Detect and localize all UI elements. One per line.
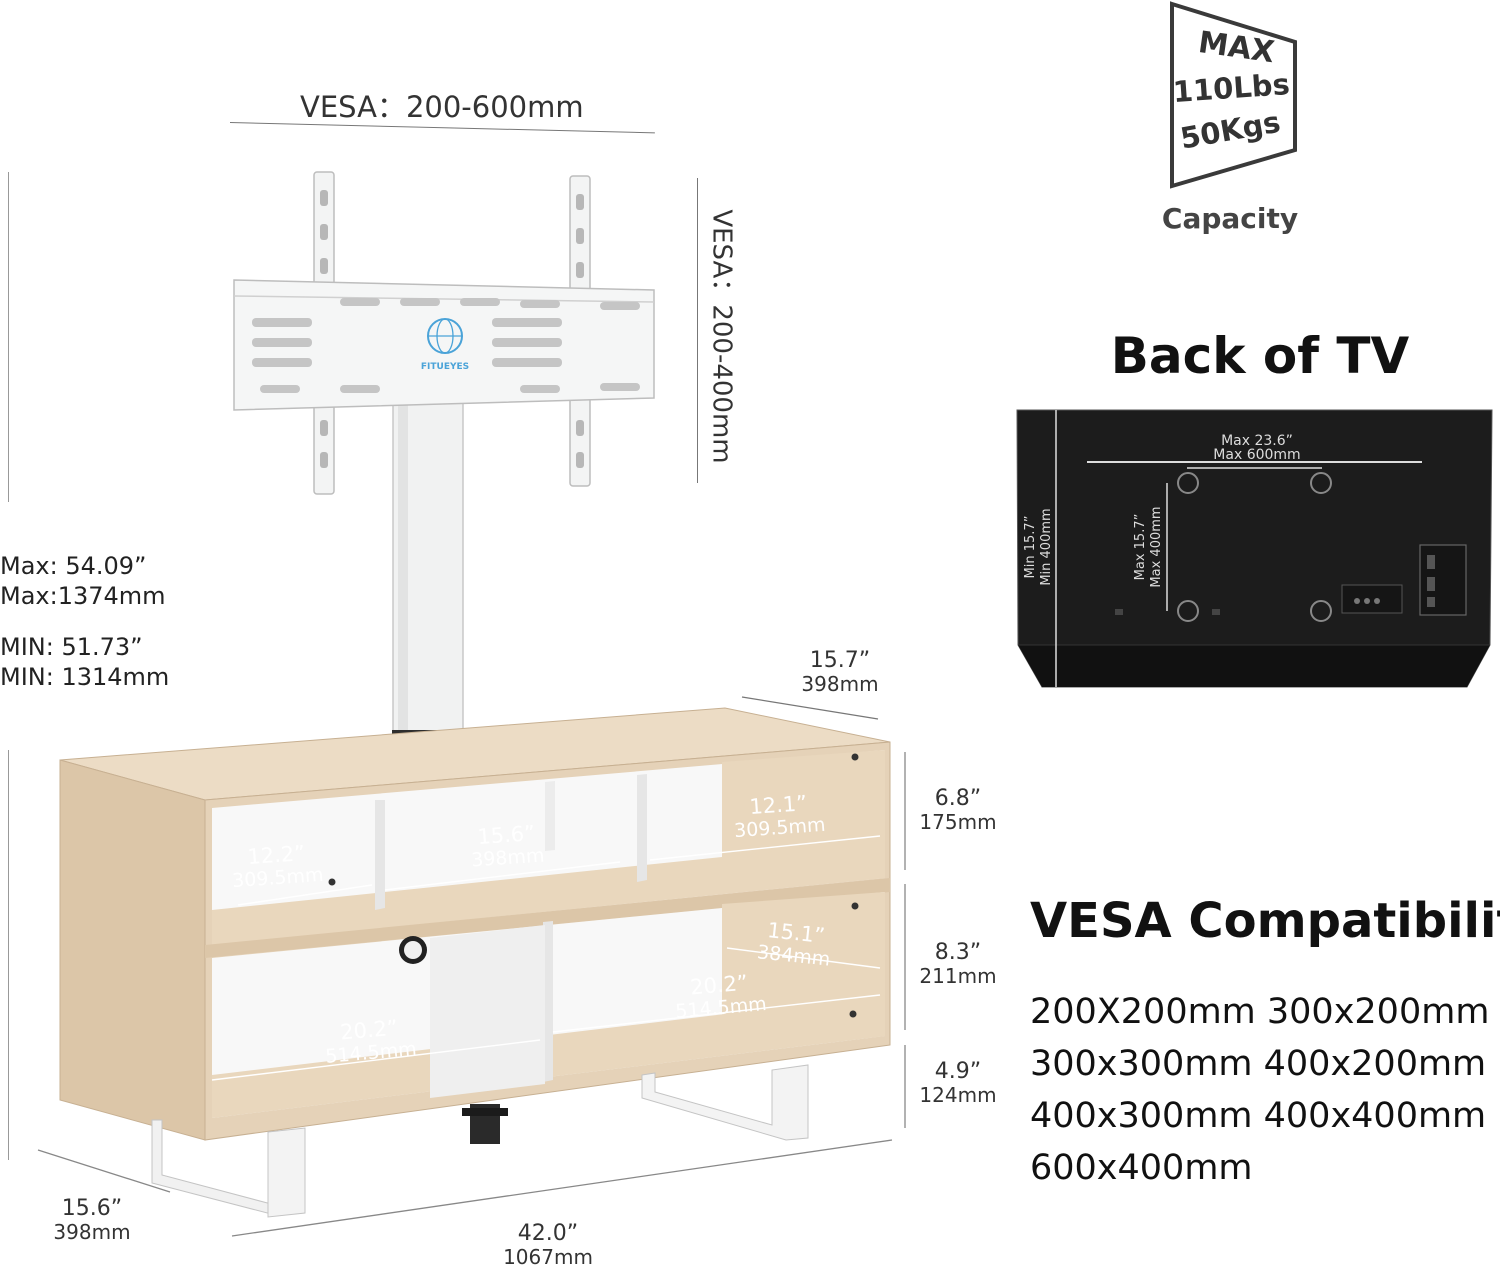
capacity-badge: MAX 110Lbs 50Kgs: [1170, 1, 1297, 189]
height-max-mm: Max:1374mm: [0, 582, 166, 610]
tv-min-height-mm: Min 400mm: [1039, 508, 1054, 585]
depth-bottom-in: 15.6”: [61, 1196, 123, 1221]
shelf-top-right-label: 12.1” 309.5mm: [723, 789, 836, 843]
vesa-compat-row: 200X200mm 300x200mm: [1030, 992, 1490, 1032]
height-min-in: MIN: 51.73”: [0, 633, 143, 661]
depth-bottom-label: 15.6” 398mm: [42, 1196, 142, 1244]
vesa-side-line: [697, 178, 698, 483]
height-max-in: Max: 54.09”: [0, 552, 147, 580]
vesa-top-dimension: VESA：200-600mm: [300, 84, 584, 126]
tv-back-illustration: Max 23.6” Max 600mm Max 15.7” Max 400mm …: [1016, 409, 1493, 688]
height-label-2: 4.9” 124mm: [908, 1059, 1008, 1107]
depth-top-in: 15.7”: [809, 648, 871, 673]
shelf-top-left-label: 12.2” 309.5mm: [221, 839, 334, 893]
tv-stand-illustration: FITUEYES: [37, 171, 906, 1237]
capacity-lbs: 110Lbs: [1172, 67, 1291, 109]
width-mm: 1067mm: [503, 1245, 593, 1269]
cabinet-middle-shelf: [205, 878, 890, 958]
height-0-in: 6.8”: [934, 786, 982, 811]
vesa-top-value: 200-600mm: [405, 90, 584, 124]
depth-top-label: 15.7” 398mm: [790, 648, 890, 696]
vesa-compat-list: 200X200mm 300x200mm 300x300mm 400x200mm …: [1030, 992, 1500, 1200]
height-2-in: 4.9”: [934, 1059, 982, 1084]
vesa-hole-icon: [1177, 472, 1199, 494]
depth-top-mm: 398mm: [801, 672, 879, 696]
tv-max-height-mm: Max 400mm: [1149, 506, 1164, 587]
tv-max-width-in: Max 23.6”: [1221, 433, 1293, 449]
mount-brand: FITUEYES: [421, 362, 469, 372]
height-min-mm: MIN: 1314mm: [0, 663, 170, 691]
capacity-caption: Capacity: [1161, 202, 1299, 235]
height-line-upper: [8, 172, 9, 502]
height-2-mm: 124mm: [919, 1083, 997, 1107]
back-of-tv-title: Back of TV: [1110, 327, 1410, 385]
leg-right: [641, 1064, 809, 1141]
height-label-1: 8.3” 211mm: [908, 940, 1008, 988]
tv-max-height-in: Max 15.7”: [1133, 514, 1148, 581]
cabinet-side-left: [59, 759, 206, 1141]
width-label: 42.0” 1067mm: [488, 1221, 608, 1269]
vesa-compat-title: VESA Compatibility: [1030, 893, 1500, 949]
height-line-lower: [8, 750, 9, 1160]
vesa-compat-row: 600x400mm: [1030, 1148, 1253, 1188]
height-1-in: 8.3”: [934, 940, 982, 965]
vesa-compat-row: 400x300mm 400x400mm: [1030, 1096, 1487, 1136]
vesa-compat-row: 300x300mm 400x200mm: [1030, 1044, 1487, 1084]
depth-bottom-mm: 398mm: [53, 1220, 131, 1244]
tv-min-height-in: Min 15.7”: [1023, 516, 1038, 579]
width-in: 42.0”: [517, 1221, 579, 1246]
height-spec-block: Max: 54.09” Max:1374mm MIN: 51.73” MIN: …: [0, 551, 169, 692]
vesa-top-label: VESA：: [300, 90, 406, 124]
shelf-top-mid-label: 15.6” 398mm: [451, 819, 564, 873]
height-1-mm: 211mm: [919, 964, 997, 988]
tv-max-width-mm: Max 600mm: [1213, 447, 1300, 463]
mount-plate: [233, 279, 655, 411]
tv-ports: [1419, 544, 1467, 616]
height-label-0: 6.8” 175mm: [908, 786, 1008, 834]
height-0-mm: 175mm: [919, 810, 997, 834]
